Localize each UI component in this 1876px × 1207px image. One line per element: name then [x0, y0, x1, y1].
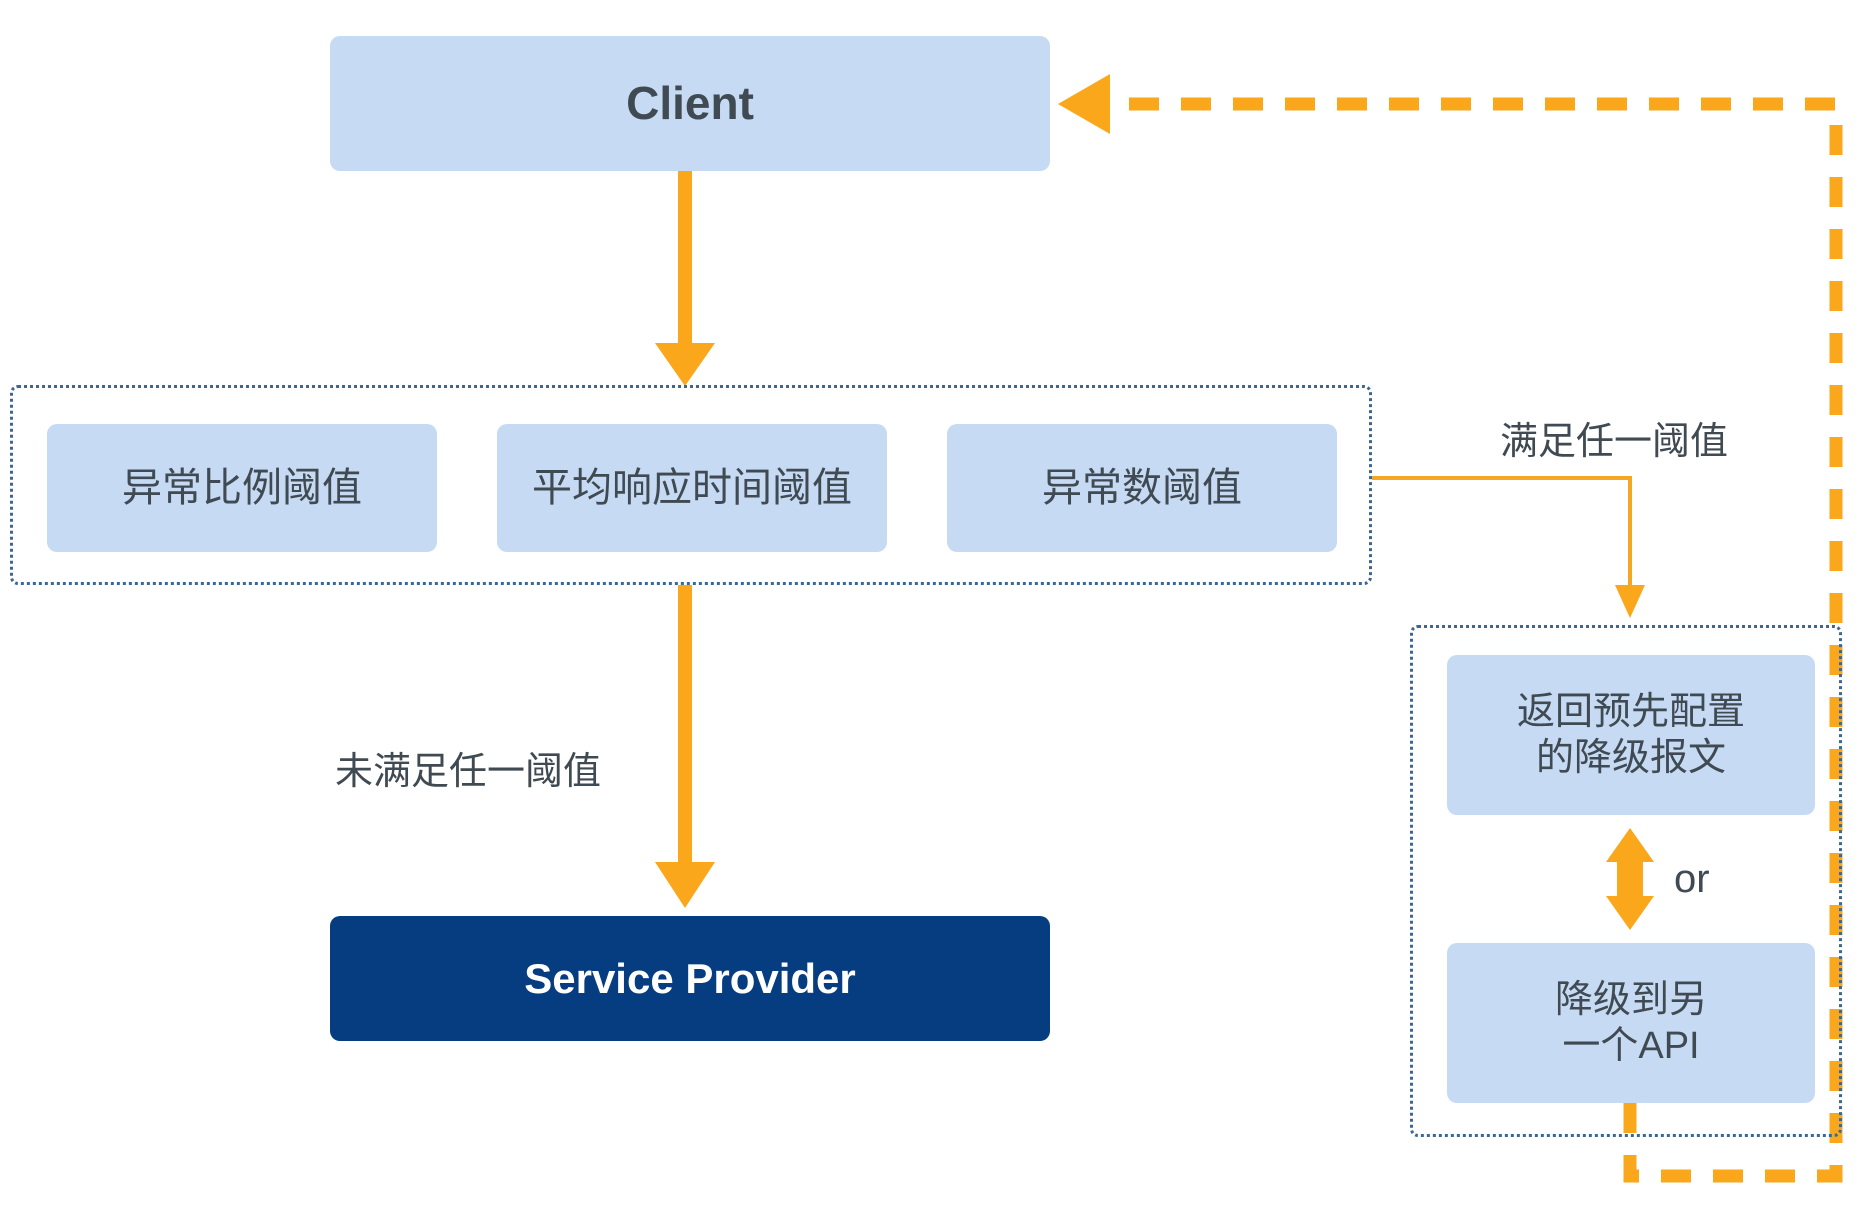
edge-label-meet-any-threshold: 满足任一阈值	[1500, 421, 1729, 463]
service-provider-node-label: Service Provider	[524, 954, 856, 1002]
client-node-label: Client	[626, 77, 754, 130]
elbow-connector-icon-threshold-to-fallback	[1372, 476, 1645, 618]
fallback-node-line1: 返回预先配置	[1516, 690, 1745, 733]
down-arrow-icon-client-to-thresholds	[655, 171, 715, 386]
fallback-node-preconfigured-message[interactable]: 返回预先配置 的降级报文	[1447, 655, 1815, 815]
threshold-node-label: 异常数阈值	[1042, 465, 1242, 510]
edge-label-not-meet-any-threshold: 未满足任一阈值	[335, 751, 602, 793]
threshold-node-avg-response-time[interactable]: 平均响应时间阈值	[497, 424, 887, 552]
threshold-node-error-count[interactable]: 异常数阈值	[947, 424, 1337, 552]
fallback-node-another-api[interactable]: 降级到另 一个API	[1447, 943, 1815, 1103]
threshold-node-label: 异常比例阈值	[122, 465, 362, 510]
threshold-node-error-ratio[interactable]: 异常比例阈值	[47, 424, 437, 552]
fallback-node-line2: 一个API	[1562, 1025, 1700, 1067]
threshold-node-label: 平均响应时间阈值	[532, 465, 852, 510]
fallback-group-container	[1410, 625, 1842, 1137]
client-node[interactable]: Client	[330, 36, 1050, 171]
service-provider-node[interactable]: Service Provider	[330, 916, 1050, 1041]
fallback-node-text: 降级到另 一个API	[1555, 977, 1707, 1070]
threshold-group-container	[10, 385, 1372, 585]
fallback-node-text: 返回预先配置 的降级报文	[1517, 689, 1745, 782]
fallback-node-line2: 的降级报文	[1535, 737, 1726, 779]
or-label: or	[1674, 857, 1710, 901]
down-arrow-icon-thresholds-to-provider	[655, 585, 715, 908]
fallback-node-line1: 降级到另	[1554, 978, 1707, 1021]
